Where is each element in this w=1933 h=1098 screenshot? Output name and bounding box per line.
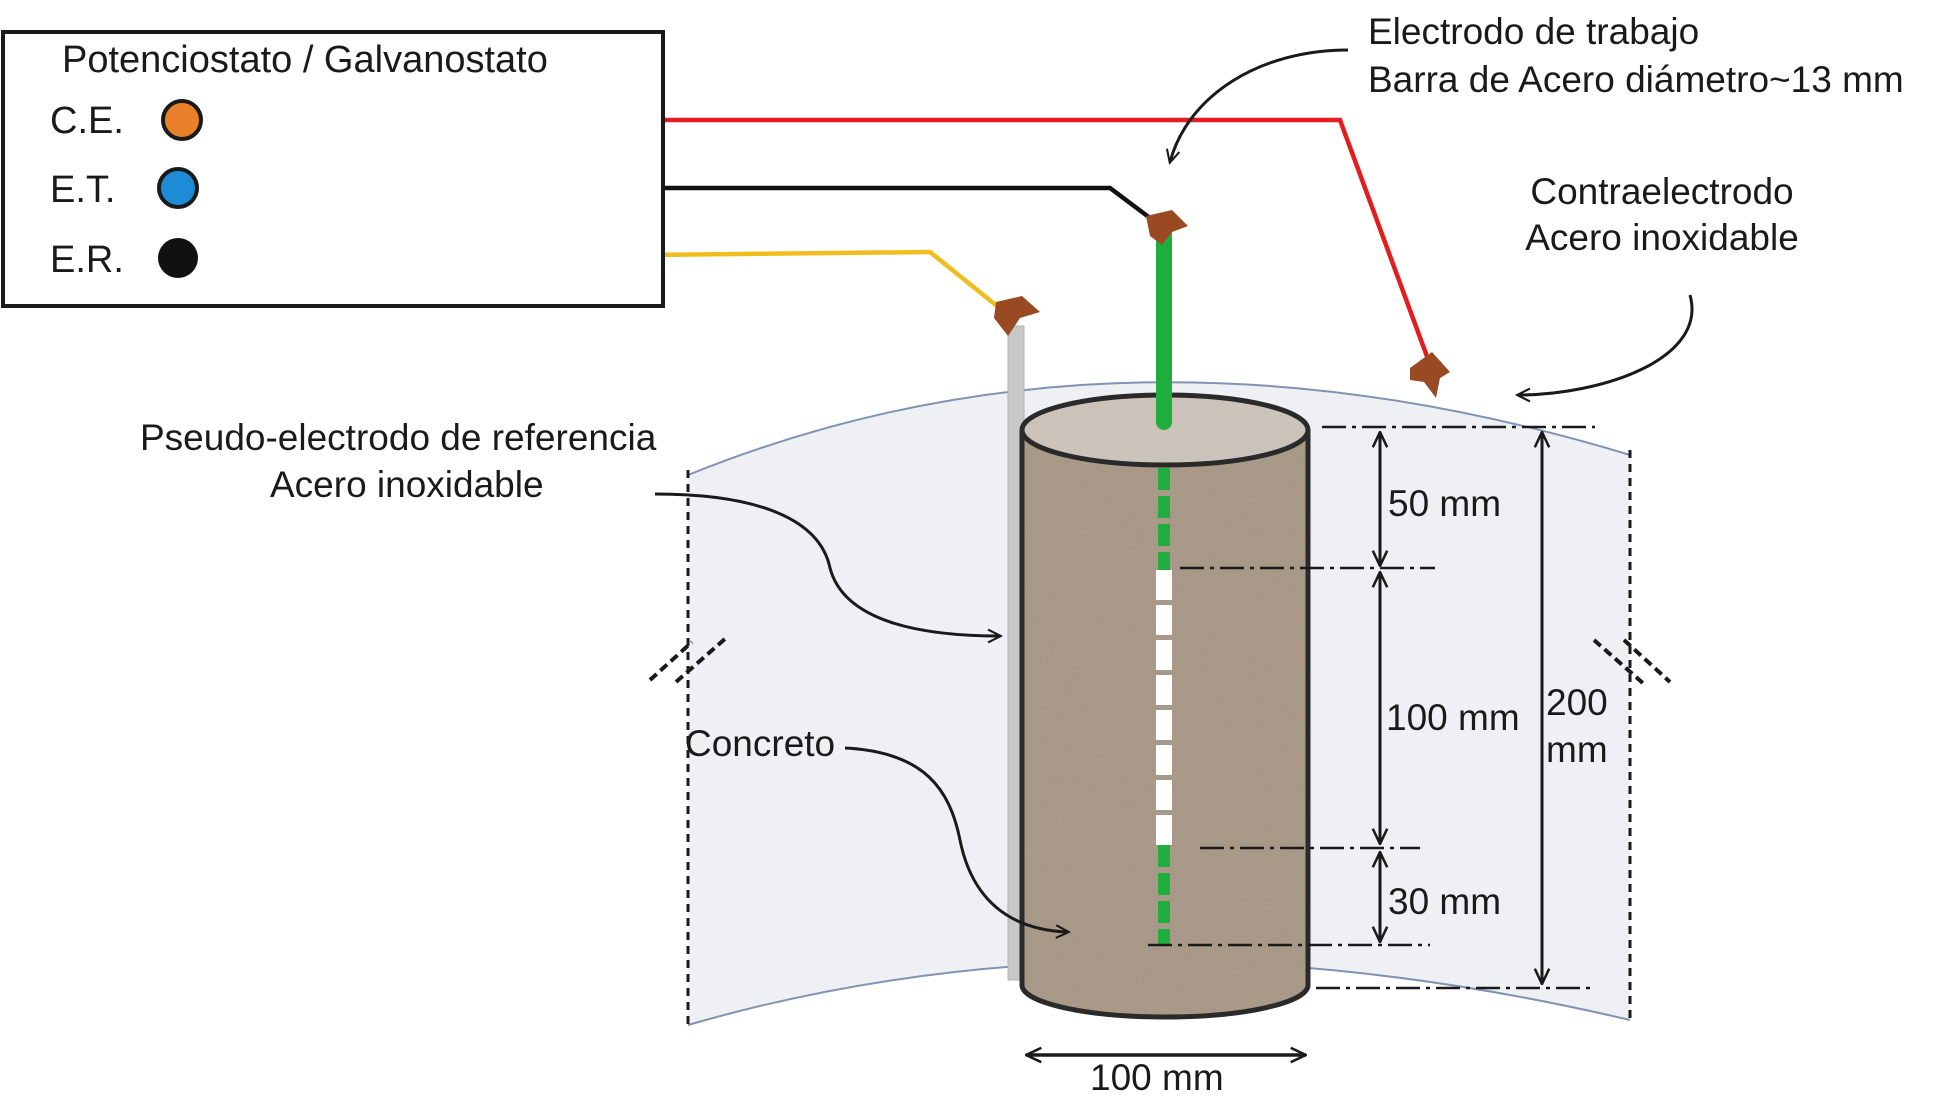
terminal-label-ce: C.E.	[50, 100, 124, 142]
reference-electrode-material-label: Acero inoxidable	[270, 464, 544, 505]
dimension-lines	[1148, 425, 1595, 990]
dim-label-bottom-cover: 30 mm	[1388, 881, 1501, 922]
terminal-label-et: E.T.	[50, 169, 115, 211]
working-electrode-clip	[1146, 210, 1188, 245]
counter-electrode-clip	[1410, 352, 1450, 398]
reference-electrode-label: Pseudo-electrodo de referencia	[140, 417, 657, 458]
counter-electrode-callout-arrow	[1518, 294, 1694, 395]
dim-label-top-cover: 50 mm	[1388, 483, 1501, 524]
dim-label-exposed-length: 100 mm	[1386, 697, 1520, 738]
counter-electrode-material-label: Acero inoxidable	[1525, 217, 1799, 258]
working-electrode-label: Electrodo de trabajo	[1368, 11, 1699, 52]
er-terminal-connector	[158, 238, 198, 278]
dim-label-total-height-unit: mm	[1546, 729, 1608, 770]
working-electrode-diameter-label: Barra de Acero diámetro~13 mm	[1368, 59, 1904, 100]
concrete-callout-arrow	[844, 746, 1068, 932]
concrete-label: Concreto	[685, 723, 835, 764]
dim-label-diameter: 100 mm	[1090, 1057, 1224, 1093]
et-terminal-connector	[157, 167, 199, 209]
potentiostat-box: Potenciostato / Galvanostato C.E. E.T. E…	[1, 30, 665, 308]
reference-electrode-clip	[994, 296, 1040, 336]
counter-electrode-label: Contraelectrodo	[1530, 171, 1793, 212]
reference-electrode-callout-arrow	[654, 492, 1000, 636]
potentiostat-title: Potenciostato / Galvanostato	[62, 39, 548, 81]
ce-terminal-connector	[161, 99, 203, 141]
dim-label-total-height: 200	[1546, 682, 1608, 723]
working-electrode-callout-arrow	[1170, 48, 1349, 162]
terminal-label-er: E.R.	[50, 239, 124, 281]
